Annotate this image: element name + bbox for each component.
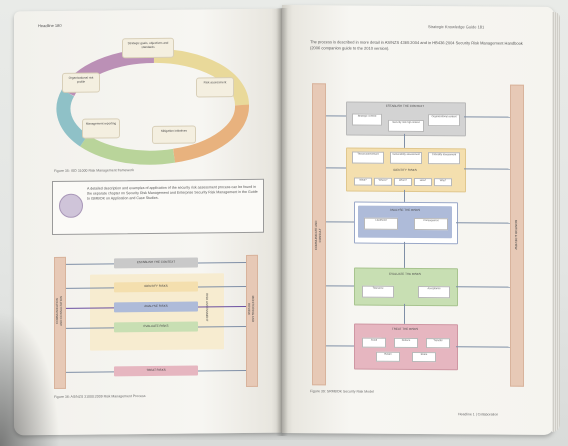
cycle-step-4: Management reporting — [82, 118, 120, 139]
arrow-line — [464, 168, 510, 170]
analyse-box-likelihood: Likelihood — [364, 217, 398, 230]
analyse-box-consequence: Consequence — [414, 217, 448, 231]
figure1-caption: Figure 35: ISO 31000 Risk Management fra… — [54, 168, 134, 173]
cycle-step-3: Mitigation initiatives — [152, 125, 196, 144]
left-page-header: Headline 180 — [38, 22, 62, 29]
connector-line — [404, 133, 405, 148]
analyse-title: ANALYSE THE RISKS — [389, 207, 421, 213]
identify-box-vulnerability: Vulnerability assessment — [390, 151, 422, 165]
identify-title: IDENTIFY RISKS — [393, 167, 417, 172]
treat-title: TREAT THE RISKS — [391, 326, 419, 332]
arrow-line — [456, 286, 510, 288]
treat-box-retain: Retain — [376, 351, 400, 362]
corner-shadow — [0, 310, 60, 446]
intro-text: The process is described in more detail … — [310, 39, 523, 51]
evaluate-box-tolerance: Tolerance — [362, 285, 394, 298]
book-icon — [59, 193, 83, 218]
connector-line — [404, 189, 405, 202]
treat-box-avoid: Avoid — [362, 337, 386, 348]
note-box: A detailed description and examples of a… — [52, 178, 264, 236]
treat-box-share: Share — [412, 351, 436, 363]
context-title: ESTABLISH THE CONTEXT — [385, 103, 425, 109]
evaluate-box-acceptance: Acceptance — [418, 286, 450, 299]
treat-box-reduce: Reduce — [394, 337, 418, 348]
note-text: A detailed description and examples of a… — [87, 184, 258, 201]
context-box-organisational: Organisational context — [428, 114, 460, 127]
cycle-step-5: Organisational risk profile — [62, 72, 100, 93]
cycle-step-2: Risk assessment — [196, 77, 234, 98]
context-box-strategic: Strategic context — [352, 113, 382, 126]
right-bar-label: MONITOR & REVIEW — [514, 219, 518, 250]
arrow-line — [198, 261, 246, 264]
book-spine — [276, 8, 288, 436]
right-page-header: Strategic Knowledge Guide 181 — [428, 24, 485, 30]
arrow-line — [326, 115, 346, 117]
arrow-line — [66, 263, 114, 265]
right-bar-label: MONITORING AND REVIEW — [247, 295, 255, 323]
connector-line — [404, 241, 405, 268]
identify-item: What? — [354, 177, 372, 186]
identify-item: Where? — [374, 177, 392, 186]
identify-box-criticality: Criticality assessment — [428, 152, 460, 165]
treat-box-transfer: Transfer — [426, 338, 450, 349]
arrow-line — [456, 222, 510, 224]
arrow-line — [326, 285, 354, 287]
identify-item: How? — [414, 177, 432, 187]
right-figure-caption: Figure 39: SRMBOK Security Risk Model — [310, 389, 374, 394]
identify-item: Why? — [434, 178, 452, 187]
arrow-line — [456, 346, 510, 348]
cycle-step-1: Strategic goals, objectives and standard… — [122, 37, 174, 59]
connector-line — [404, 303, 405, 324]
page-edges — [552, 12, 560, 432]
arrow-line — [326, 345, 354, 347]
left-page: Headline 180 Strategic goals, objectives… — [14, 8, 282, 436]
arrow-line — [326, 167, 346, 169]
figure2-caption: Figure 36: AS/NZS 31000:2009 Risk Manage… — [54, 394, 146, 399]
arrow-line — [198, 369, 246, 372]
evaluate-title: EVALUATE THE RISKS — [389, 271, 421, 277]
right-page: Strategic Knowledge Guide 181 The proces… — [282, 5, 554, 435]
left-bar-label: COMMUNICATE AND CONSULT — [314, 220, 322, 251]
identify-item: When? — [394, 177, 412, 186]
arrow-line — [326, 221, 354, 223]
arrow-line — [464, 116, 510, 118]
right-page-footer: Headline 1 | Collaboration — [458, 412, 499, 417]
cycle-diagram — [56, 48, 249, 165]
context-box-security: Security risk mgt context — [388, 119, 424, 133]
identify-box-threat: Threat assessment — [352, 151, 384, 164]
arrow-line — [66, 371, 114, 373]
